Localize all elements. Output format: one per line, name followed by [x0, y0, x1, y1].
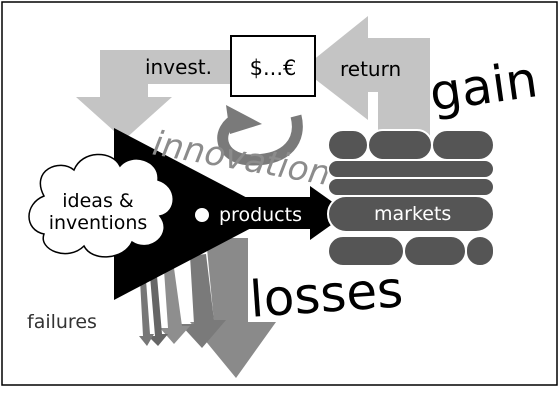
cycle-arrow [217, 112, 303, 166]
cycle-arrowhead [226, 105, 262, 134]
markets-label: markets [374, 203, 451, 225]
loss-arrow-2 [180, 254, 226, 348]
money-box [230, 35, 316, 97]
losses-big-arrow [190, 238, 276, 378]
products-dot [195, 208, 209, 222]
return-arrow [302, 16, 430, 140]
return-label: return [340, 57, 401, 81]
ideas-label-line2: inventions [49, 212, 148, 234]
loss-arrow-4 [148, 276, 168, 346]
markets-stack [327, 129, 495, 267]
losses-label: losses [248, 260, 405, 329]
failures-label: failures [27, 311, 97, 333]
products-label: products [219, 204, 302, 226]
ideas-cloud [28, 153, 174, 258]
loss-arrow-5 [139, 280, 154, 346]
invest-label: invest. [145, 55, 212, 79]
products-arrow [210, 186, 348, 240]
money-box-label: $...€ [250, 56, 297, 80]
ideas-label-line1: ideas & [62, 190, 134, 212]
loss-arrow-3 [160, 268, 190, 344]
invest-arrow [76, 50, 232, 140]
